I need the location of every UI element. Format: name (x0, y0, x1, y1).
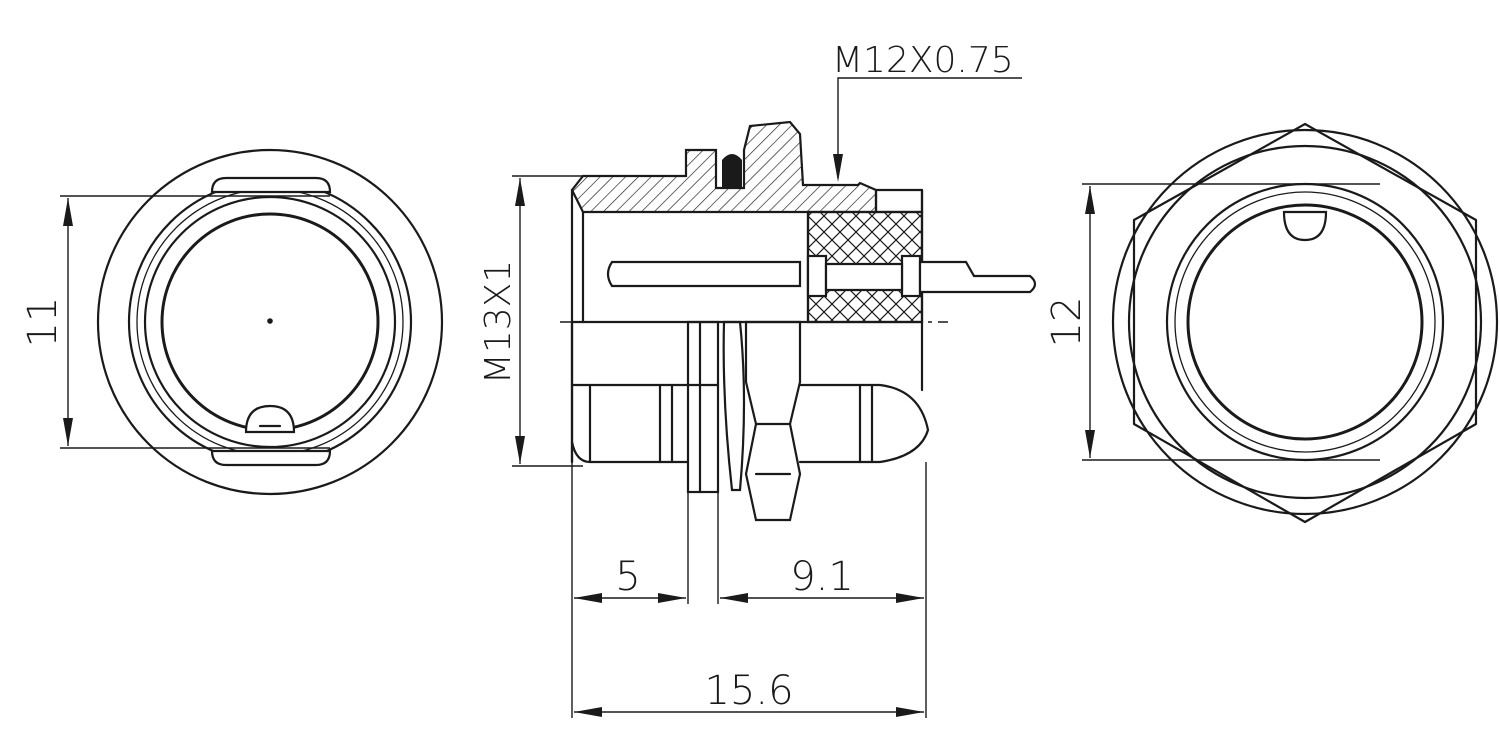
contact-slot (606, 260, 802, 288)
right-hex-outline (1132, 122, 1478, 524)
pin-shaft (824, 262, 904, 292)
right-locating-key (1282, 210, 1328, 242)
section-side-view: M13X1 M12X0.75 5 9.1 15.6 (478, 40, 1037, 718)
left-end-view: 11 (20, 148, 444, 496)
pin-collar-2 (900, 254, 922, 298)
dim-15-6-label: 15.6 (704, 668, 793, 714)
dim-9-1-label: 9.1 (790, 554, 854, 600)
dim-11-label: 11 (20, 297, 66, 348)
dim-5-label: 5 (615, 554, 640, 600)
left-ring-3 (143, 195, 397, 449)
left-top-key (210, 176, 332, 194)
left-center-point (267, 318, 273, 324)
dim-m13x1-label: M13X1 (478, 260, 519, 384)
o-ring-seal (722, 154, 742, 188)
dim-12-label: 12 (1044, 297, 1090, 348)
right-end-view: 12 (1044, 122, 1499, 524)
pin-collar-1 (806, 254, 828, 298)
hex-nut (744, 320, 802, 522)
panel-flange (686, 320, 720, 494)
solder-tail (918, 260, 1037, 294)
washer (722, 320, 746, 492)
right-outer-circle (1111, 128, 1499, 516)
right-inner-bore (1186, 203, 1424, 441)
right-ring-3 (1174, 191, 1436, 453)
left-locating-notch (244, 404, 296, 434)
left-bottom-key (210, 449, 332, 467)
right-ring-1 (1127, 144, 1483, 500)
dim-m12x075-label: M12X0.75 (832, 40, 1014, 81)
left-outer-circle (96, 148, 444, 496)
